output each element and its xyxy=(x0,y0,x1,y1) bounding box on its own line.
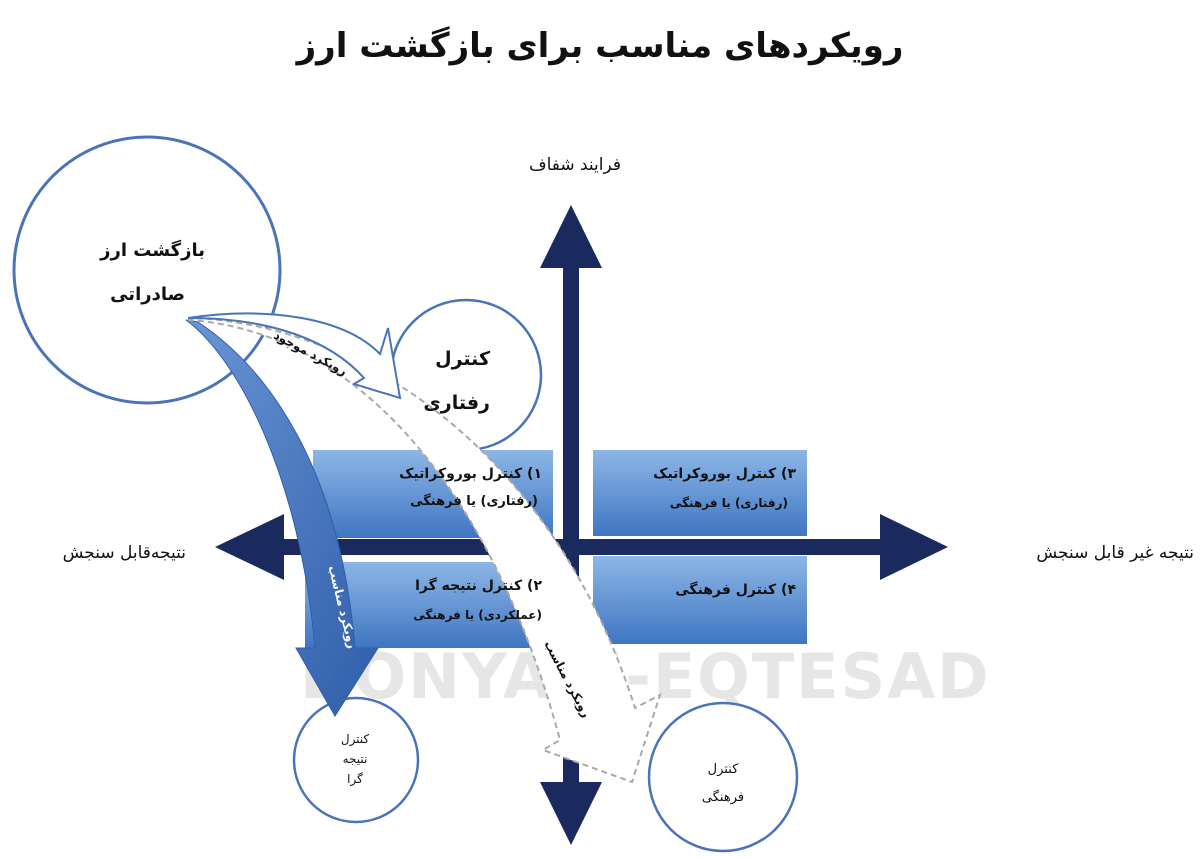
quadrant-4-title: ۴) کنترل فرهنگی xyxy=(675,582,796,598)
cultural-line2: فرهنگی xyxy=(701,790,745,805)
export-return-line2: صادراتی xyxy=(110,284,185,305)
arrow-appropriate-white xyxy=(187,316,662,784)
arrow-appropriate-blue xyxy=(185,319,379,717)
behavioral-line1: کنترل xyxy=(435,348,490,370)
circle-result-oriented xyxy=(292,696,420,824)
quadrant-3-subtitle: (رفتاری) یا فرهنگی xyxy=(669,496,788,510)
horizontal-axis xyxy=(215,514,948,580)
watermark-text: DONYA-E-EQTESAD xyxy=(300,640,991,713)
quadrant-3-title: ۳) کنترل بوروکراتیک xyxy=(653,466,796,482)
cultural-line1: کنترل xyxy=(707,762,739,777)
behavioral-line2: رفتاری xyxy=(423,392,490,414)
quadrant-2-subtitle: (عملکردی) یا فرهنگی xyxy=(413,608,542,622)
result-oriented-line2: نتیجه xyxy=(342,752,368,766)
axis-label-left: نتیجه‌قابل سنجش xyxy=(62,543,186,563)
quadrant-1-subtitle: (رفتاری) یا فرهنگی xyxy=(410,494,538,509)
page-title: رویکردهای مناسب برای بازگشت ارز xyxy=(296,26,904,66)
circle-cultural xyxy=(647,701,799,853)
axis-label-top: فرایند شفاف xyxy=(528,155,622,175)
quadrant-2-title: ۲) کنترل نتیجه گرا xyxy=(415,578,542,594)
arrow-current xyxy=(187,312,402,400)
axis-label-right: نتیجه غیر قابل سنجش xyxy=(1036,543,1194,563)
export-return-line1: بازگشت ارز xyxy=(100,240,205,261)
result-oriented-line3: گرا xyxy=(347,772,363,786)
result-oriented-line1: کنترل xyxy=(340,732,370,746)
quadrant-1-title: ۱) کنترل بوروکراتیک xyxy=(399,466,542,482)
quadrant-box-3 xyxy=(593,450,807,536)
quadrant-box-4 xyxy=(593,556,807,644)
